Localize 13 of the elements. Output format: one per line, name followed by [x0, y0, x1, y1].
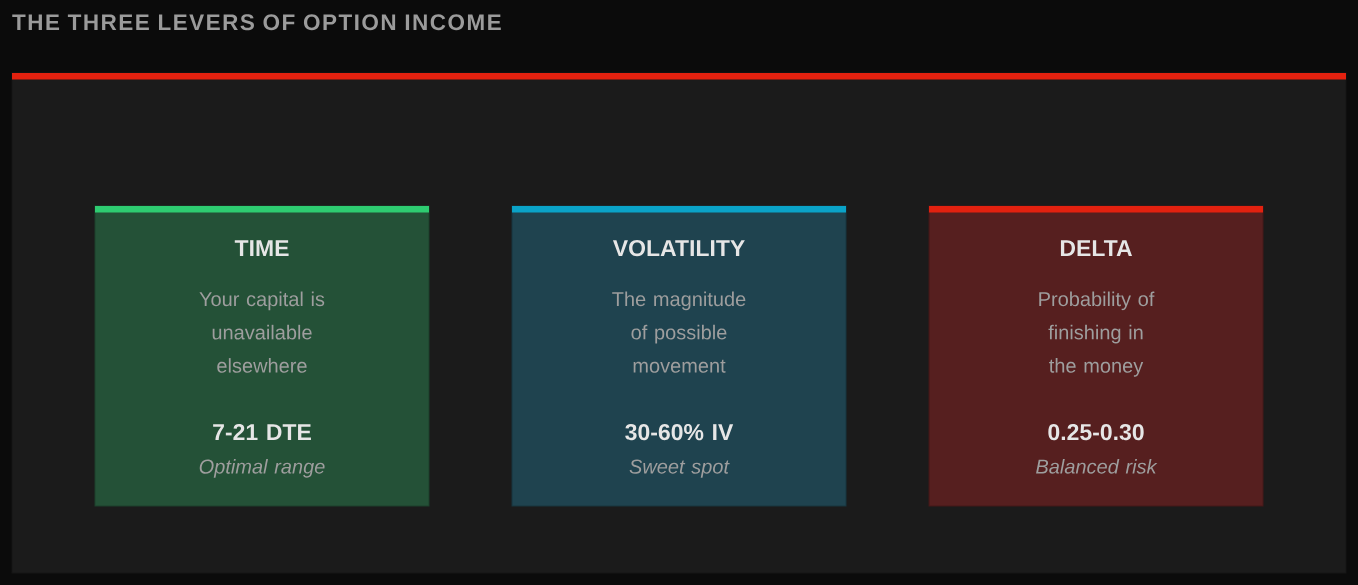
description: The magnitude of possible movement [612, 291, 746, 373]
title: THE THREE LEVERS OF OPTION INCOME [12, 14, 501, 31]
description: Probability of finishing in the money [1039, 291, 1155, 377]
note: Sweet spot [629, 459, 730, 478]
heading: DELTA [1060, 240, 1133, 256]
note: Optimal range [199, 459, 325, 478]
note: Balanced risk [1036, 459, 1158, 474]
description: Your capital is unavailable elsewhere [199, 291, 325, 373]
value-text: 0.25-0.30 [1048, 423, 1144, 441]
value-text: 30-60% IV [625, 423, 734, 441]
heading: TIME [234, 240, 289, 256]
heading: VOLATILITY [612, 239, 745, 257]
value-text: 7-21 DTE [213, 423, 311, 440]
